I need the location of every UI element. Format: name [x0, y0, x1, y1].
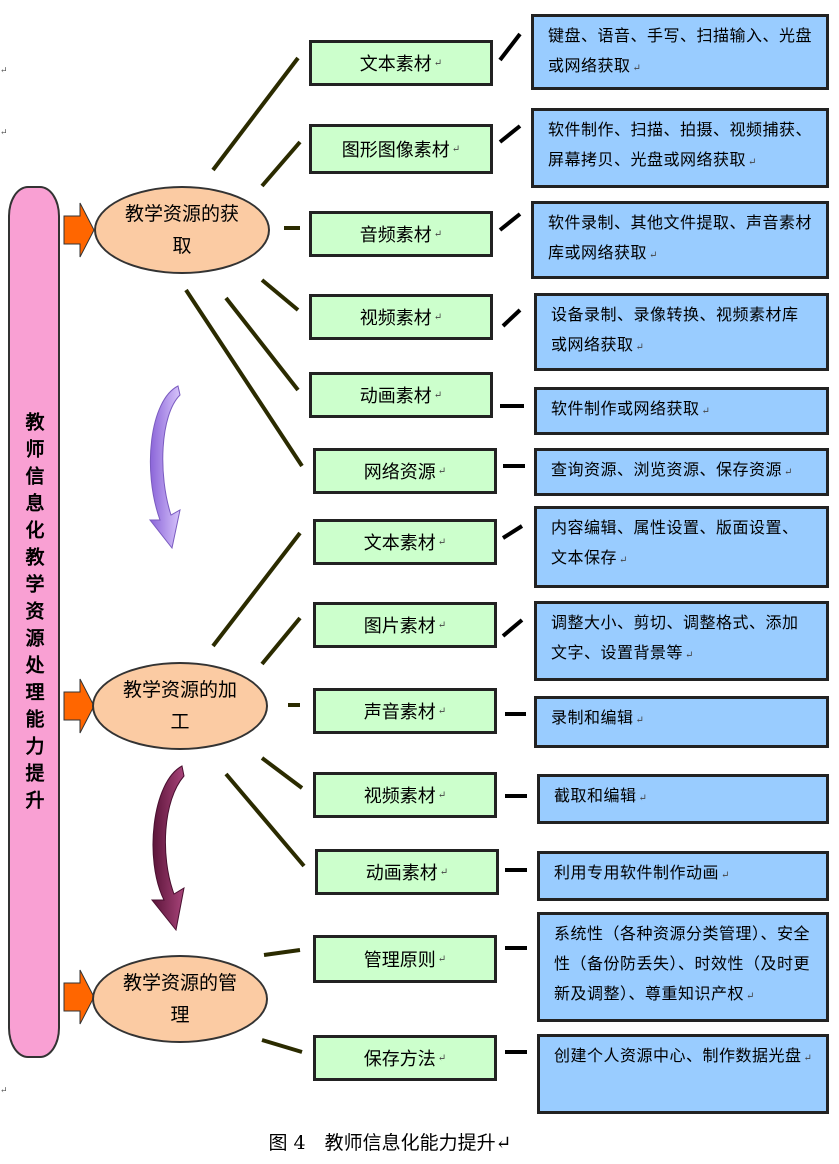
category-label: 动画素材 [365, 863, 438, 884]
curve-arrow-process-to-manage [150, 765, 185, 932]
category-label: 管理原则 [363, 950, 436, 971]
side-title-wrap: 教师信息化教学资源处理能力提升 [8, 412, 60, 882]
description-text: 利用专用软件制作动画 [554, 863, 720, 882]
side-to-stage-arrows [63, 202, 95, 1025]
category-box: 视频素材 [309, 294, 493, 340]
category-label: 文本素材 [359, 54, 432, 75]
stage-manage: 教学资源的管理 [92, 955, 268, 1043]
category-box: 保存方法 [313, 1035, 497, 1081]
category-box: 文本素材 [313, 519, 497, 565]
category-box: 文本素材 [309, 40, 493, 86]
category-box: 动画素材 [309, 372, 493, 418]
description-text: 软件制作、扫描、拍摄、视频捕获、屏幕拷贝、光盘或网络获取 [548, 120, 813, 169]
description-box: 键盘、语音、手写、扫描输入、光盘或网络获取 [531, 14, 829, 90]
description-box: 创建个人资源中心、制作数据光盘 [537, 1034, 829, 1114]
description-text: 截取和编辑 [554, 786, 637, 805]
description-box: 录制和编辑 [534, 696, 829, 748]
category-label: 图形图像素材 [341, 140, 450, 161]
description-text: 查询资源、浏览资源、保存资源 [551, 460, 783, 479]
figure-caption: 图 4 教师信息化能力提升↵ [268, 1132, 512, 1154]
category-label: 声音素材 [363, 702, 436, 723]
stage-label: 教学资源的获取 [124, 203, 239, 257]
description-text: 录制和编辑 [551, 708, 634, 727]
category-label: 文本素材 [363, 533, 436, 554]
description-text: 创建个人资源中心、制作数据光盘 [554, 1046, 802, 1065]
category-box: 音频素材 [309, 211, 493, 257]
category-label: 图片素材 [363, 616, 436, 637]
category-box: 图片素材 [313, 602, 497, 648]
side-title-bar [8, 186, 60, 1058]
paragraph-mark: ↵ [0, 66, 8, 76]
category-connectors [498, 32, 527, 1054]
category-box: 声音素材 [313, 688, 497, 734]
description-text: 设备录制、录像转换、视频素材库或网络获取 [551, 305, 799, 354]
description-box: 软件制作、扫描、拍摄、视频捕获、屏幕拷贝、光盘或网络获取 [531, 108, 829, 188]
arrow-to-acquire [63, 202, 95, 258]
description-box: 调整大小、剪切、调整格式、添加文字、设置背景等 [534, 601, 829, 681]
side-title: 教师信息化教学资源处理能力提升 [22, 412, 45, 817]
stage-acquire: 教学资源的获取 [94, 186, 270, 274]
category-label: 动画素材 [359, 386, 432, 407]
description-text: 系统性（各种资源分类管理）、安全性（备份防丢失）、时效性（及时更新及调整）、尊重… [554, 924, 811, 1003]
arrow-to-process [63, 678, 95, 734]
category-label: 视频素材 [363, 786, 436, 807]
stage-label: 教学资源的加工 [122, 679, 237, 733]
description-box: 系统性（各种资源分类管理）、安全性（备份防丢失）、时效性（及时更新及调整）、尊重… [537, 912, 829, 1022]
description-text: 软件录制、其他文件提取、声音素材库或网络获取 [548, 213, 813, 262]
description-text: 软件制作或网络获取 [551, 399, 700, 418]
category-label: 网络资源 [363, 462, 436, 483]
description-text: 调整大小、剪切、调整格式、添加文字、设置背景等 [551, 613, 799, 662]
paragraph-mark: ↵ [0, 1086, 8, 1096]
stage-label: 教学资源的管理 [122, 972, 237, 1026]
stage-process: 教学资源的加工 [92, 662, 268, 750]
description-box: 软件制作或网络获取 [534, 387, 829, 435]
paragraph-mark: ↵ [0, 128, 8, 138]
description-box: 设备录制、录像转换、视频素材库或网络获取 [534, 293, 829, 371]
category-label: 视频素材 [359, 308, 432, 329]
description-text: 内容编辑、属性设置、版面设置、文本保存 [551, 518, 799, 567]
category-box: 管理原则 [313, 935, 497, 983]
description-box: 内容编辑、属性设置、版面设置、文本保存 [534, 506, 829, 588]
description-text: 键盘、语音、手写、扫描输入、光盘或网络获取 [548, 26, 813, 75]
description-box: 截取和编辑 [537, 774, 829, 824]
category-box: 图形图像素材 [309, 124, 493, 174]
category-label: 音频素材 [359, 225, 432, 246]
description-box: 软件录制、其他文件提取、声音素材库或网络获取 [531, 201, 829, 279]
description-box: 查询资源、浏览资源、保存资源 [534, 448, 829, 496]
description-box: 利用专用软件制作动画 [537, 851, 829, 901]
arrow-to-manage [63, 969, 95, 1025]
stage-connectors [184, 56, 306, 1054]
category-box: 视频素材 [313, 772, 497, 818]
category-box: 网络资源 [313, 448, 497, 494]
curve-arrow-acquire-to-process [148, 385, 181, 550]
category-label: 保存方法 [363, 1049, 436, 1070]
category-box: 动画素材 [315, 849, 499, 895]
caption-text: 图 4 教师信息化能力提升 [268, 1132, 496, 1154]
